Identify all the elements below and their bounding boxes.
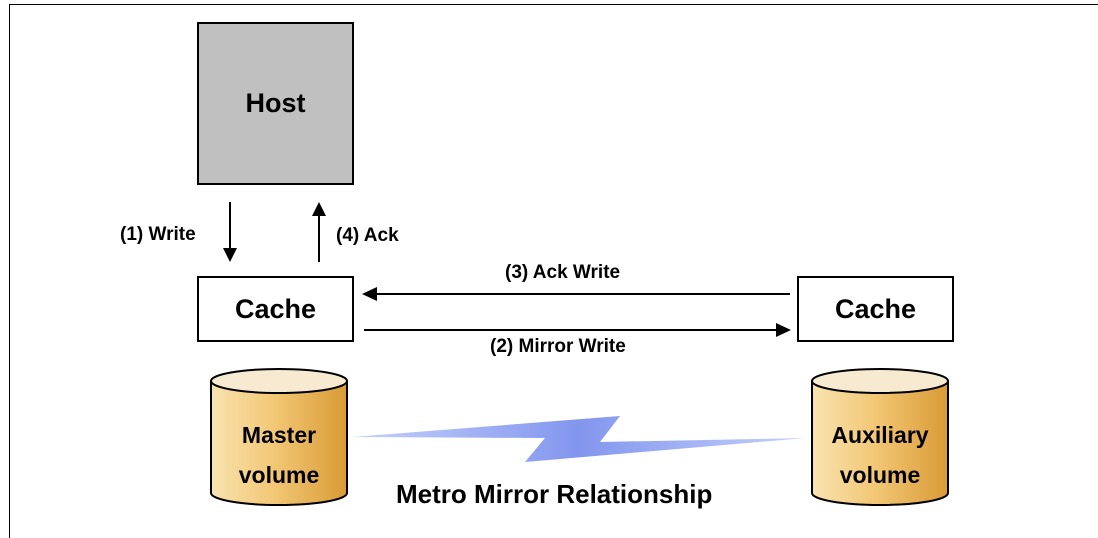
auxiliary-cache-box: Cache <box>797 276 954 342</box>
step1-write-label: (1) Write <box>120 224 196 245</box>
aux-volume-line2: volume <box>839 462 921 488</box>
ack-write-arrow <box>362 287 790 301</box>
relationship-label: Metro Mirror Relationship <box>396 479 713 509</box>
mirror-write-arrow <box>364 323 791 337</box>
step2-mirror-write-label: (2) Mirror Write <box>490 336 626 357</box>
master-volume-label: Master volume <box>209 415 349 495</box>
diagram-frame <box>9 4 1098 538</box>
master-volume-cylinder <box>210 368 348 506</box>
auxiliary-volume-label: Auxiliary volume <box>810 415 950 495</box>
master-cache-box: Cache <box>197 276 354 342</box>
step3-ack-write-label: (3) Ack Write <box>505 262 621 283</box>
ack-arrow <box>312 202 326 262</box>
write-arrow <box>223 202 237 262</box>
master-volume-line2: volume <box>238 462 320 488</box>
host-label: Host <box>245 88 306 118</box>
auxiliary-volume-cylinder <box>811 368 949 506</box>
lightning-bolt-icon <box>352 416 806 462</box>
host-box: Host <box>197 22 354 185</box>
step4-ack-label: (4) Ack <box>336 225 399 246</box>
master-volume-line1: Master <box>241 422 317 448</box>
aux-volume-line1: Auxiliary <box>831 422 929 448</box>
master-cache-label: Cache <box>234 293 317 324</box>
auxiliary-cache-label: Cache <box>834 293 917 324</box>
